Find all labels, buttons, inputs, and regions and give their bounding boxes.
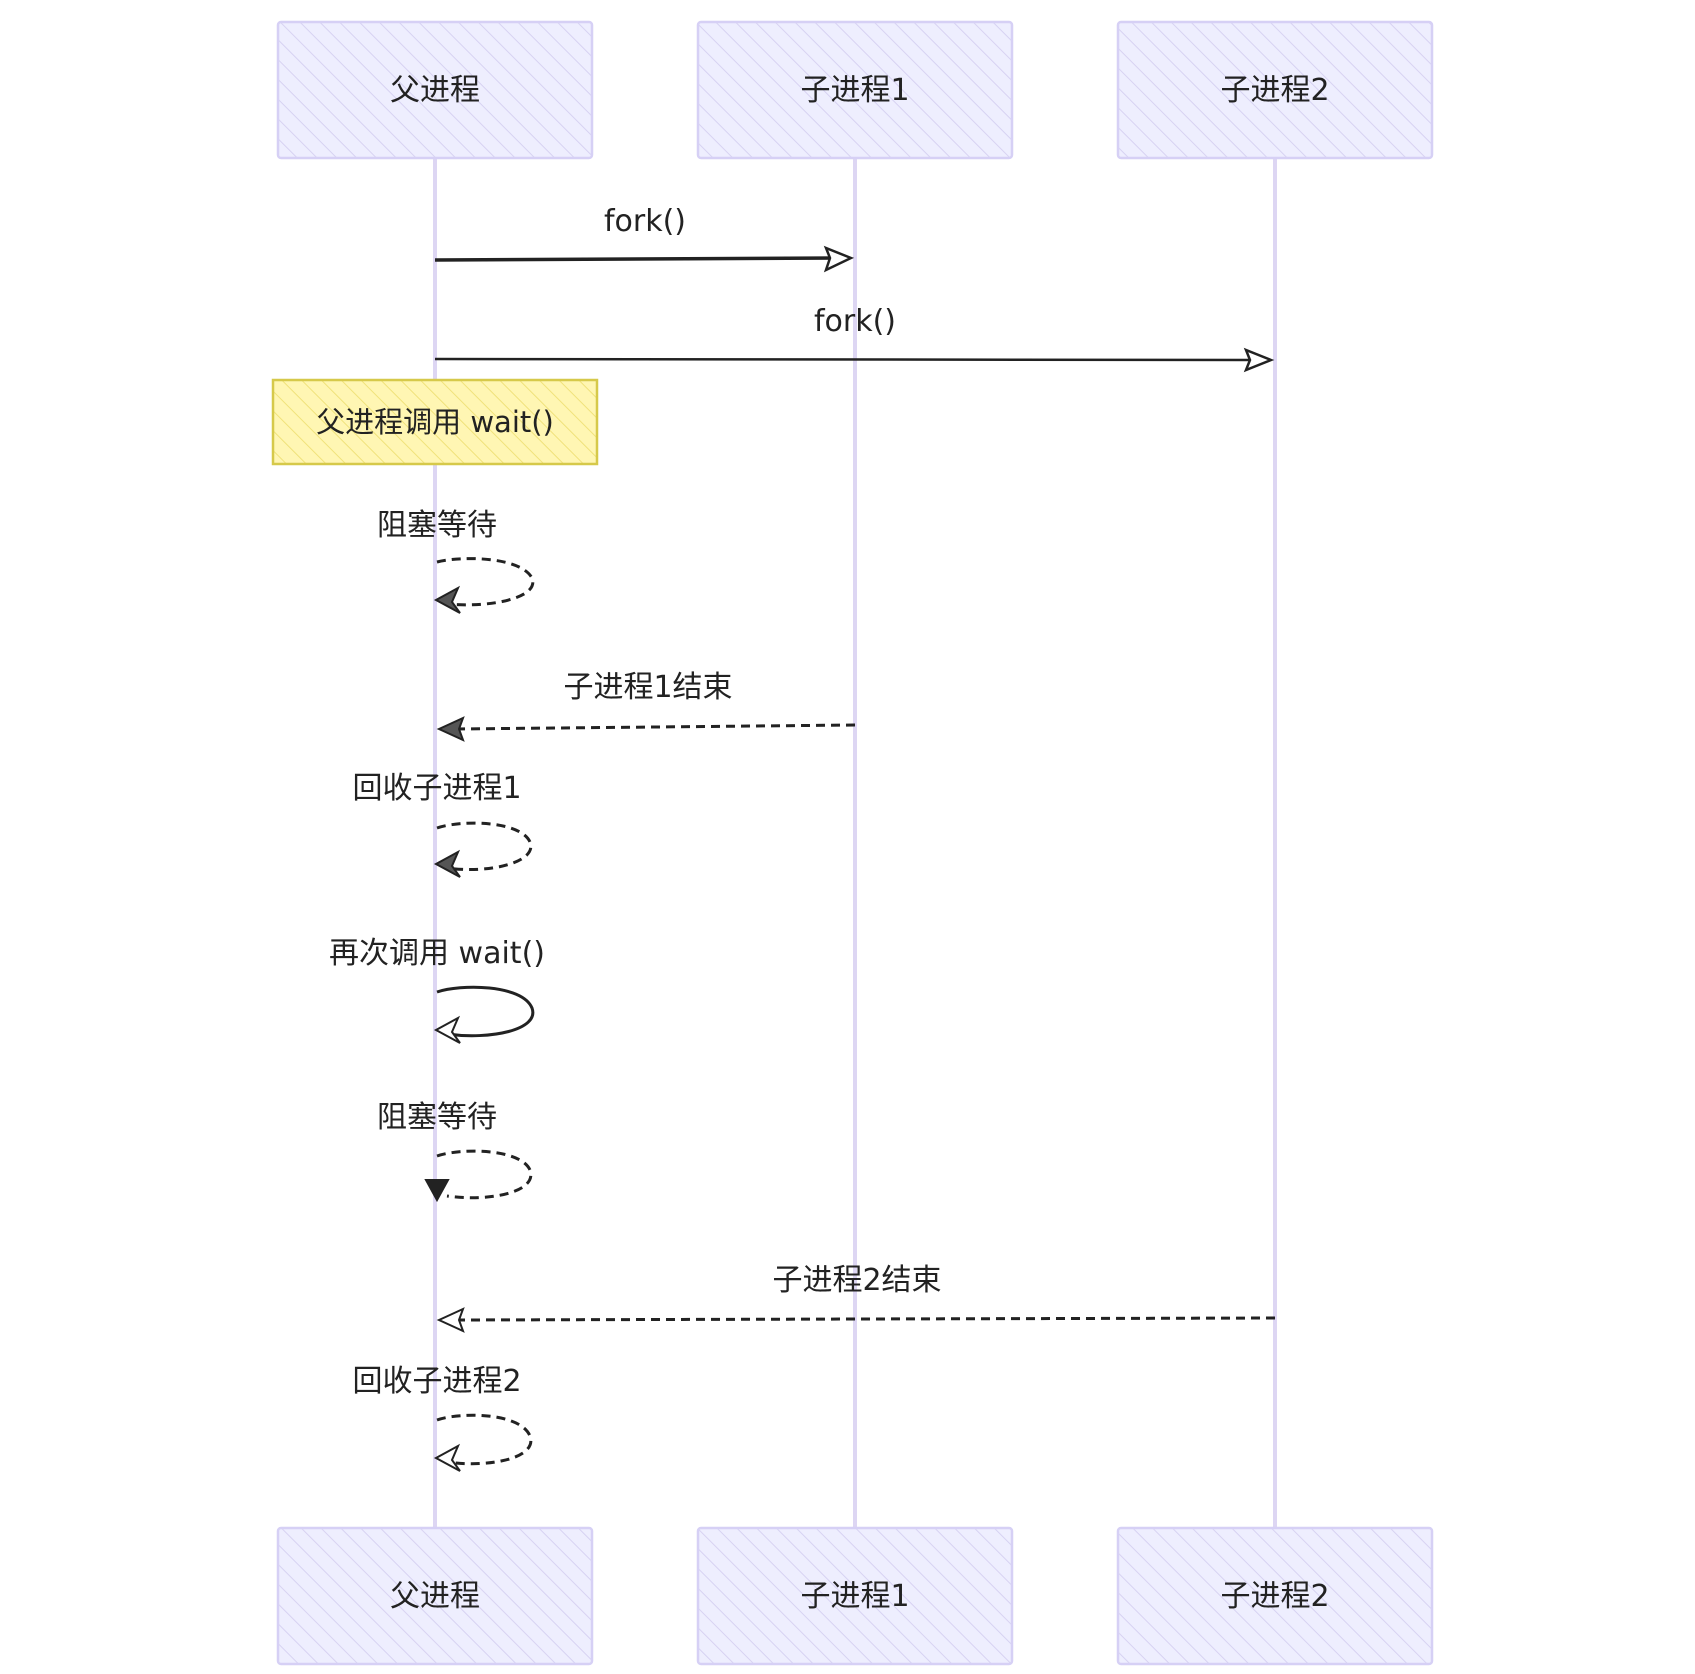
message-label: 回收子进程2 — [352, 1364, 521, 1399]
actor-label: 父进程 — [390, 73, 480, 108]
message-child1-exit: 子进程1结束 — [436, 670, 856, 742]
actor-label: 子进程2 — [1220, 73, 1329, 108]
self-message-block-wait-2: 阻塞等待 — [377, 1100, 533, 1203]
actor-child1-bottom: 子进程1 — [696, 1526, 1014, 1666]
message-label: 阻塞等待 — [377, 1100, 497, 1135]
message-label: 阻塞等待 — [377, 508, 497, 543]
message-label: fork() — [814, 304, 896, 339]
message-label: 子进程2结束 — [772, 1263, 941, 1298]
note-text: 父进程调用 wait() — [316, 405, 554, 439]
actor-child2-top: 子进程2 — [1116, 20, 1434, 160]
actor-child2-bottom: 子进程2 — [1116, 1526, 1434, 1666]
actor-label: 子进程1 — [800, 1579, 909, 1614]
actor-label: 子进程2 — [1220, 1579, 1329, 1614]
message-fork-child2: fork() — [434, 304, 1275, 373]
actor-label: 子进程1 — [800, 73, 909, 108]
self-message-reap-child2: 回收子进程2 — [352, 1364, 533, 1472]
actor-label: 父进程 — [390, 1579, 480, 1614]
actor-parent-bottom: 父进程 — [276, 1526, 594, 1666]
self-message-block-wait-1: 阻塞等待 — [377, 508, 535, 614]
message-label: fork() — [604, 204, 686, 239]
message-fork-child1: fork() — [434, 204, 855, 273]
actor-parent-top: 父进程 — [276, 20, 594, 160]
self-message-call-wait-again: 再次调用 wait() — [329, 936, 545, 1044]
note-parent-wait: 父进程调用 wait() — [271, 378, 599, 466]
actor-child1-top: 子进程1 — [696, 20, 1014, 160]
message-child2-exit: 子进程2结束 — [436, 1263, 1276, 1333]
message-label: 再次调用 wait() — [329, 936, 545, 971]
message-label: 回收子进程1 — [352, 771, 521, 806]
message-label: 子进程1结束 — [563, 670, 732, 705]
self-message-reap-child1: 回收子进程1 — [352, 771, 533, 878]
